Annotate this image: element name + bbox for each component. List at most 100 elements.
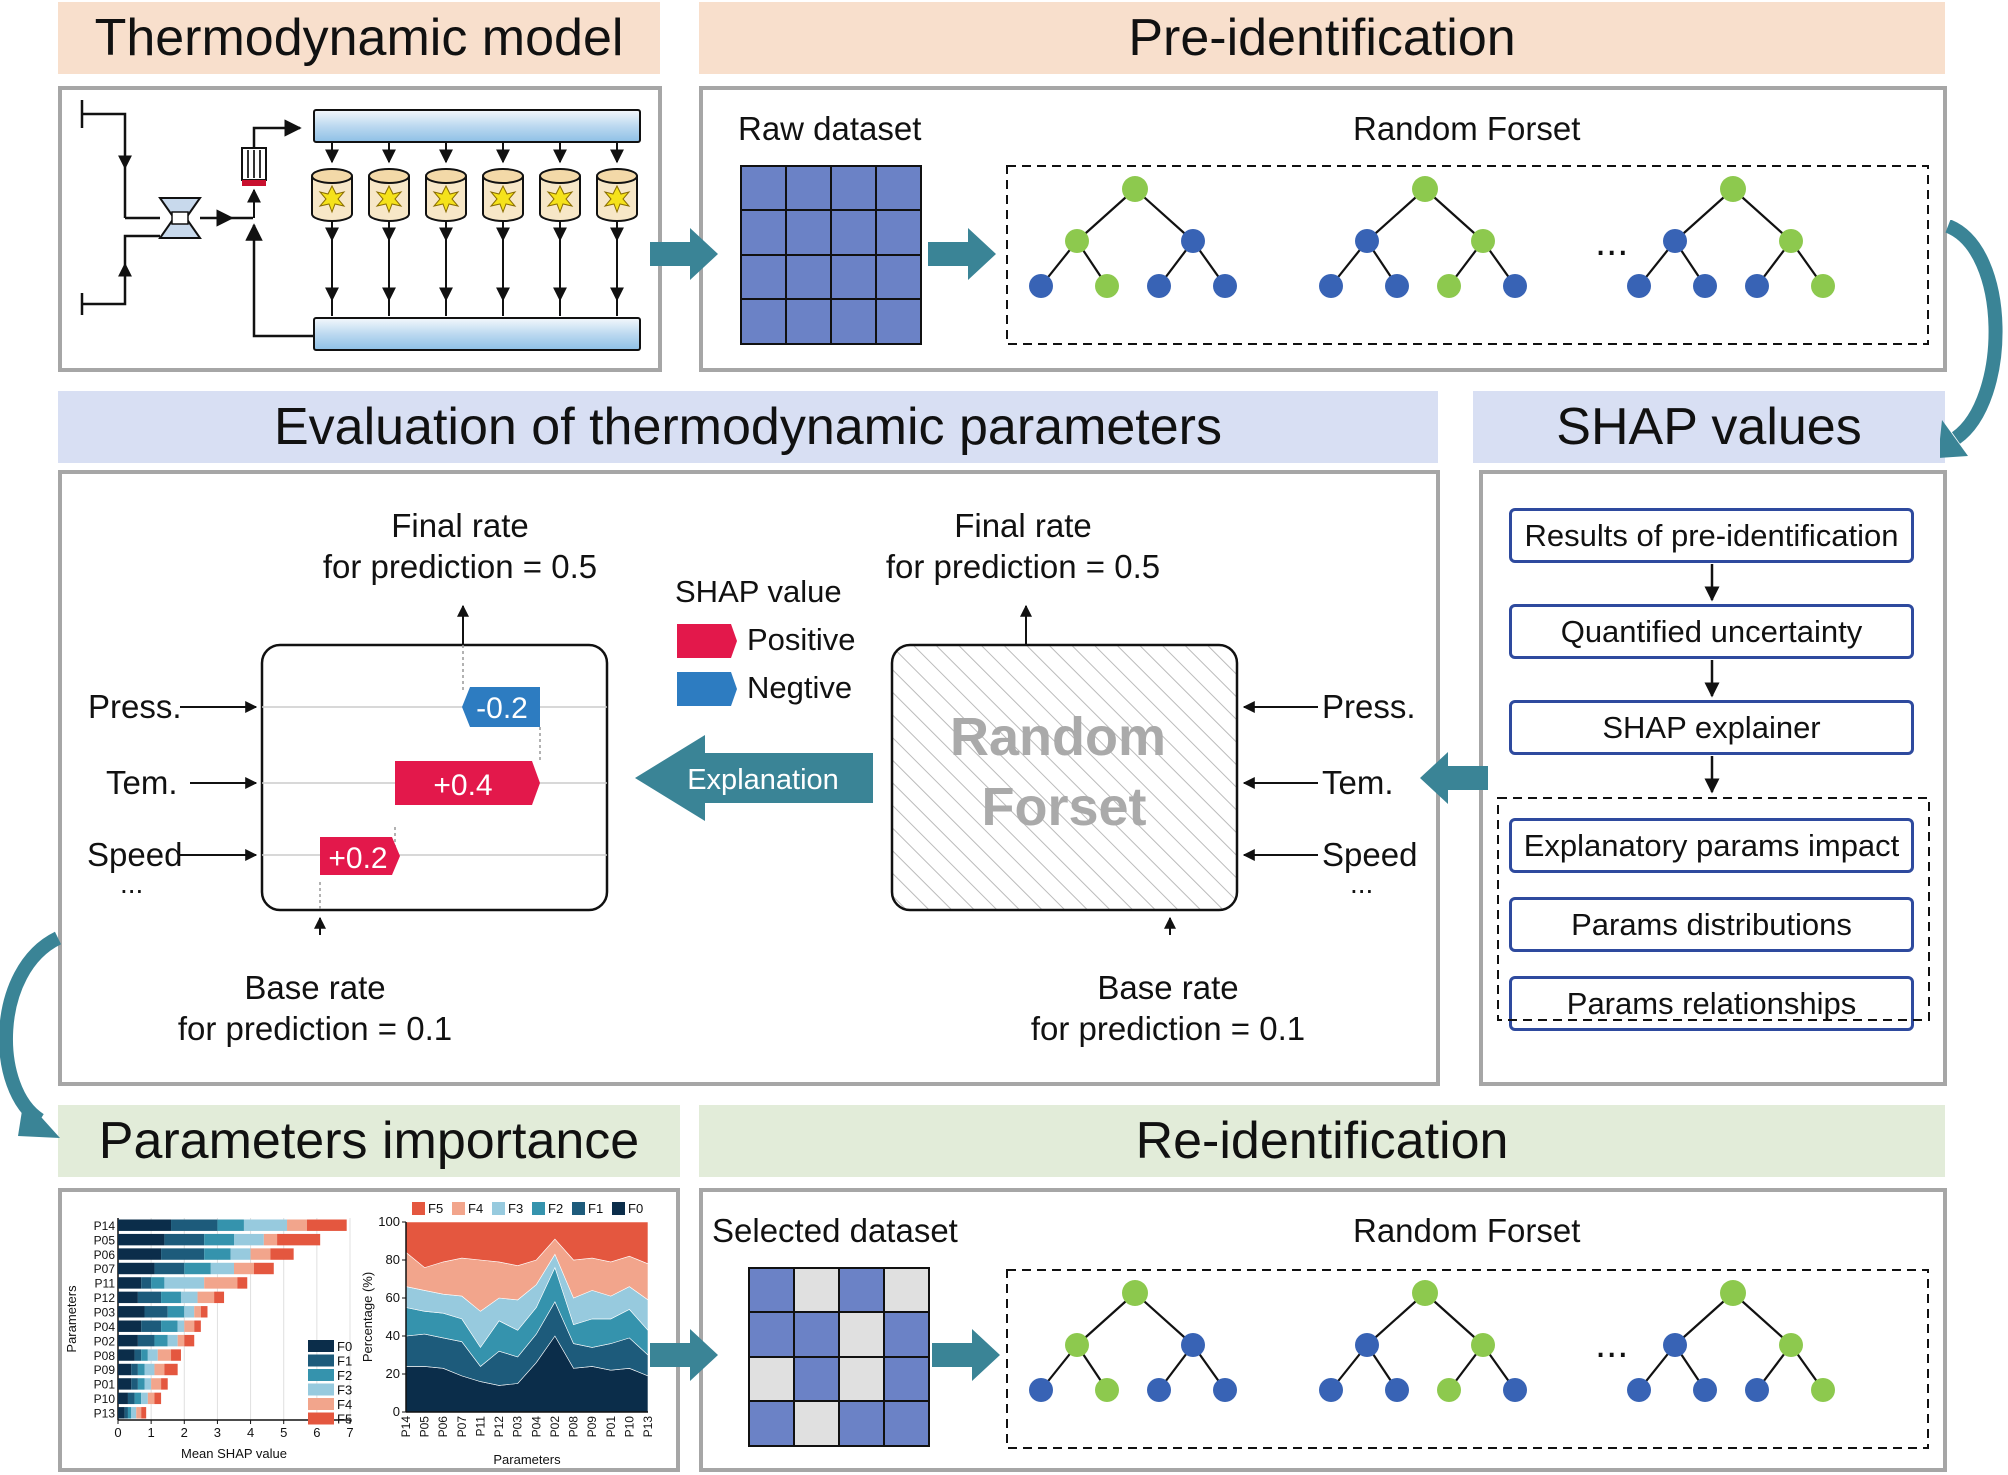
bar-segment-f5 bbox=[214, 1291, 225, 1304]
bar-segment-f2 bbox=[204, 1248, 231, 1260]
y-axis-label: Parameters bbox=[64, 1285, 79, 1353]
y-tick-label: P03 bbox=[94, 1306, 116, 1320]
decision-tree bbox=[1319, 1280, 1527, 1402]
header-label: Pre-identification bbox=[1128, 9, 1516, 67]
reactor bbox=[482, 168, 524, 222]
x-tick-label: P11 bbox=[473, 1416, 487, 1437]
tree-node bbox=[1181, 1333, 1205, 1357]
teal-arrow bbox=[650, 228, 718, 280]
decision-tree bbox=[1627, 1280, 1835, 1402]
teal-arrow bbox=[932, 1329, 1000, 1381]
y-tick-label: P14 bbox=[94, 1219, 116, 1233]
explanation-label: Explanation bbox=[687, 764, 839, 796]
tree-node bbox=[1437, 1378, 1461, 1402]
header-label: Re-identification bbox=[1135, 1112, 1509, 1170]
legend-title: SHAP value bbox=[675, 574, 842, 609]
base-rate-line2: for prediction = 0.1 bbox=[1030, 1010, 1306, 1047]
x-axis-label: Parameters bbox=[493, 1452, 561, 1467]
y-tick-label: P06 bbox=[94, 1248, 116, 1262]
bar-segment-f2 bbox=[127, 1407, 132, 1419]
dataset-cell bbox=[749, 1357, 794, 1401]
dataset-cell bbox=[839, 1401, 884, 1446]
trees-ellipsis: ... bbox=[1595, 220, 1629, 264]
final-rate-line2: for prediction = 0.5 bbox=[885, 548, 1161, 585]
y-tick-label: 40 bbox=[386, 1328, 400, 1343]
bar-segment-f0 bbox=[118, 1392, 128, 1405]
bar-segment-f1 bbox=[124, 1407, 128, 1419]
bar-segment-f2 bbox=[154, 1334, 168, 1347]
bar-segment-f2 bbox=[137, 1378, 145, 1390]
x-tick-label: 3 bbox=[214, 1425, 221, 1440]
tree-node bbox=[1029, 1378, 1053, 1402]
tree-node bbox=[1811, 274, 1835, 298]
bar-segment-f4 bbox=[287, 1219, 307, 1231]
legend-swatch bbox=[572, 1202, 585, 1215]
dataset-cell bbox=[794, 1401, 839, 1446]
bar-segment-f0 bbox=[118, 1291, 138, 1304]
legend-negative-swatch bbox=[677, 672, 737, 706]
tree-node bbox=[1412, 176, 1438, 202]
tree-node bbox=[1811, 1378, 1835, 1402]
bar-segment-f3 bbox=[230, 1248, 251, 1260]
bar-segment-f5 bbox=[154, 1392, 162, 1405]
bar-segment-f4 bbox=[157, 1349, 172, 1361]
dataset-cell bbox=[839, 1268, 884, 1312]
teal-arrow bbox=[650, 1329, 718, 1381]
model-name-line2: Forset bbox=[981, 777, 1146, 837]
model-name-line1: Random bbox=[950, 707, 1166, 767]
random-forest-label: Random Forset bbox=[1353, 110, 1581, 147]
header-parameters-importance: Parameters importance bbox=[58, 1105, 680, 1177]
y-tick-label: P01 bbox=[94, 1378, 116, 1392]
shap-flow-arrows bbox=[1497, 564, 1930, 1021]
tree-node bbox=[1319, 274, 1343, 298]
shap-bar-speed bbox=[320, 837, 400, 875]
reactor bbox=[539, 168, 581, 222]
y-tick-label: P05 bbox=[94, 1233, 116, 1247]
final-rate-line1: Final rate bbox=[954, 507, 1092, 544]
header-label: Evaluation of thermodynamic parameters bbox=[273, 398, 1222, 456]
bar-segment-f3 bbox=[177, 1320, 185, 1332]
tree-node bbox=[1213, 274, 1237, 298]
bar-segment-f2 bbox=[161, 1291, 181, 1304]
shap-value-press: -0.2 bbox=[476, 692, 528, 725]
tree-node bbox=[1122, 176, 1148, 202]
shap-bar-tem bbox=[395, 761, 540, 805]
feature-speed-right: Speed bbox=[1322, 836, 1418, 873]
bar-segment-f0 bbox=[118, 1407, 125, 1419]
legend-swatch bbox=[308, 1398, 334, 1410]
mean-shap-bar-chart: P14P05P06P07P11P12P03P04P02P08P09P01P10P… bbox=[64, 1218, 354, 1461]
x-tick-label: P01 bbox=[604, 1416, 618, 1438]
shap-bar-press bbox=[462, 687, 540, 727]
tree-node bbox=[1065, 229, 1089, 253]
legend-swatch bbox=[452, 1202, 465, 1215]
decision-tree bbox=[1319, 176, 1527, 298]
base-rate-line1: Base rate bbox=[244, 969, 386, 1006]
bar-segment-f5 bbox=[161, 1378, 168, 1390]
base-rate-line2: for prediction = 0.1 bbox=[177, 1010, 453, 1047]
bar-segment-f3 bbox=[243, 1219, 288, 1231]
shap-step-distributions: Params distributions bbox=[1509, 897, 1914, 952]
reactor bbox=[311, 168, 353, 222]
bar-segment-f4 bbox=[147, 1392, 155, 1405]
feature-more-left: ... bbox=[120, 868, 144, 899]
tree-node bbox=[1213, 1378, 1237, 1402]
bar-segment-f5 bbox=[184, 1334, 195, 1347]
bar-segment-f0 bbox=[118, 1334, 138, 1347]
x-tick-label: 7 bbox=[346, 1425, 353, 1440]
dataset-cell bbox=[749, 1268, 794, 1312]
bar-segment-f0 bbox=[118, 1306, 145, 1318]
tree-node bbox=[1693, 274, 1717, 298]
teal-arrow bbox=[928, 228, 996, 280]
x-tick-label: P10 bbox=[622, 1416, 636, 1438]
y-tick-label: P07 bbox=[94, 1262, 116, 1276]
bar-segment-f1 bbox=[137, 1291, 162, 1304]
header-thermodynamic-model: Thermodynamic model bbox=[58, 2, 660, 74]
bar-segment-f4 bbox=[154, 1363, 165, 1376]
reactor bbox=[368, 168, 410, 222]
legend-label: F0 bbox=[337, 1339, 352, 1354]
shap-value-speed: +0.2 bbox=[328, 842, 387, 875]
bar-segment-f1 bbox=[171, 1219, 218, 1231]
y-tick-label: P04 bbox=[94, 1320, 116, 1334]
legend-positive-label: Positive bbox=[747, 622, 856, 657]
y-tick-label: P02 bbox=[94, 1334, 116, 1348]
